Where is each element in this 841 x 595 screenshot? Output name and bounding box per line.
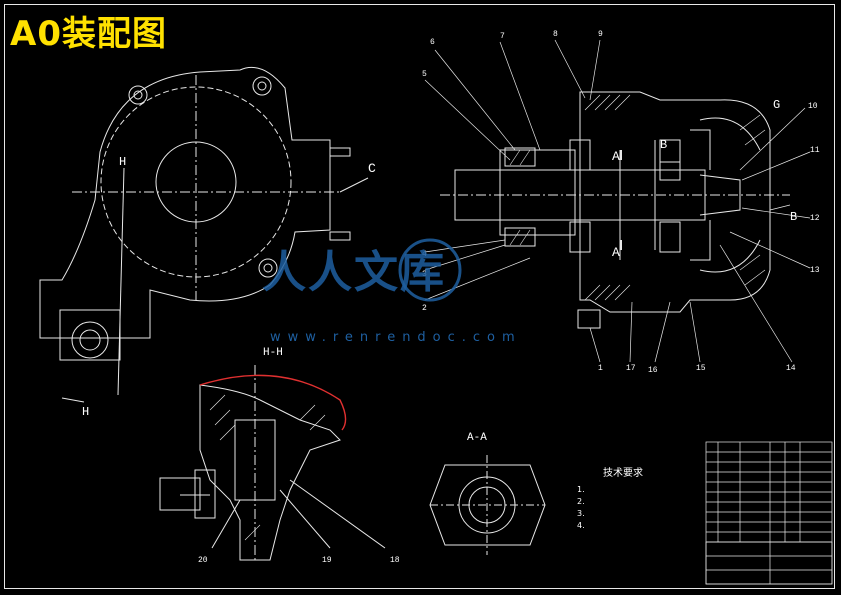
hh-hatching [209,394,326,541]
technical-requirements: 技术要求 1. 2. 3. 4. [577,468,643,532]
section-break-line [199,374,347,431]
section-hh-view [159,365,386,561]
view-marker-c: C [368,161,376,176]
view-marker-g: G [773,98,780,112]
aa-marker-top: A [612,149,620,164]
title-block [705,441,833,585]
part-number-6: 6 [430,38,435,47]
leader-lines [424,39,811,363]
bb-marker-top: B [660,138,667,152]
part-number-18: 18 [390,556,400,565]
aa-marker-bottom: A [612,245,620,260]
drawing-border [4,4,835,589]
part-number-3: 3 [422,270,427,279]
part-numbers: 1 2 3 4 5 6 7 8 9 10 11 12 13 14 15 16 1… [198,30,820,565]
section-aa-label: A-A [467,432,487,444]
part-number-12: 12 [810,214,820,223]
watermark-text: 人人文库 [262,247,446,298]
part-number-19: 19 [322,556,332,565]
section-hatching [509,94,766,301]
hh-marker-top: H [119,155,126,169]
tech-item: 2. [577,497,585,506]
watermark-logo [398,238,462,302]
part-number-10: 10 [808,102,818,111]
part-number-15: 15 [696,364,706,373]
front-view-housing [39,66,369,403]
part-number-7: 7 [500,32,505,41]
part-number-11: 11 [810,146,820,155]
tech-item: 4. [577,521,585,530]
part-number-13: 13 [810,266,820,275]
hh-marker-bottom: H [82,405,89,419]
part-number-20: 20 [198,556,208,565]
main-section-view [440,91,790,329]
part-number-8: 8 [553,30,558,39]
part-number-4: 4 [422,250,427,259]
tech-item: 1. [577,485,585,494]
cut-markers [620,150,622,250]
part-number-14: 14 [786,364,796,373]
part-number-9: 9 [598,30,603,39]
part-number-1: 1 [598,364,603,373]
bb-marker-right: B [790,210,797,224]
part-number-2: 2 [422,304,427,313]
part-number-17: 17 [626,364,636,373]
tech-heading: 技术要求 [603,468,643,479]
part-number-5: 5 [422,70,427,79]
section-hh-label: H-H [263,347,283,359]
part-number-16: 16 [648,366,658,375]
watermark-url: www.renrendoc.com [270,330,522,345]
tech-item: 3. [577,509,585,518]
drawing-title: A0装配图 [10,14,167,54]
section-aa-view [429,455,546,555]
